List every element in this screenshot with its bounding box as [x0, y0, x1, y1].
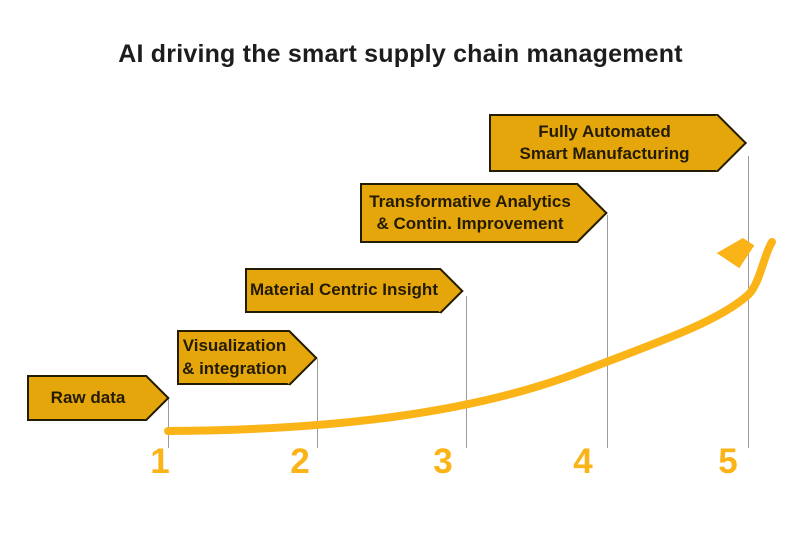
stage-tick-1 [168, 398, 169, 448]
stage-banner-fully-automated-manufacturing: Fully Automated Smart Manufacturing [489, 114, 718, 172]
stage-tick-2 [317, 359, 318, 448]
stage-banner-label: Visualization & integration [182, 336, 287, 378]
stage-banner-visualization-integration: Visualization & integration [177, 330, 290, 385]
stage-number-2: 2 [290, 442, 310, 481]
stage-banner-transformative-analytics: Transformative Analytics & Contin. Impro… [360, 183, 578, 243]
stage-number-1: 1 [150, 442, 170, 481]
stage-banner-label: Fully Automated Smart Manufacturing [519, 121, 690, 163]
stage-number-4: 4 [573, 442, 593, 481]
stage-banner-label: Raw data [50, 387, 126, 407]
diagram-title: AI driving the smart supply chain manage… [118, 40, 683, 68]
stage-tick-5 [748, 156, 749, 448]
stage-number-5: 5 [718, 442, 738, 481]
stage-number-3: 3 [433, 442, 453, 481]
stage-tick-4 [607, 215, 608, 448]
stage-banner-label: Transformative Analytics & Contin. Impro… [369, 191, 571, 233]
stage-banner-label: Material Centric Insight [250, 280, 438, 300]
stage-banner-material-centric-insight: Material Centric Insight [245, 268, 441, 313]
stage-tick-3 [466, 296, 467, 448]
stage-banner-raw-data: Raw data [27, 375, 147, 421]
